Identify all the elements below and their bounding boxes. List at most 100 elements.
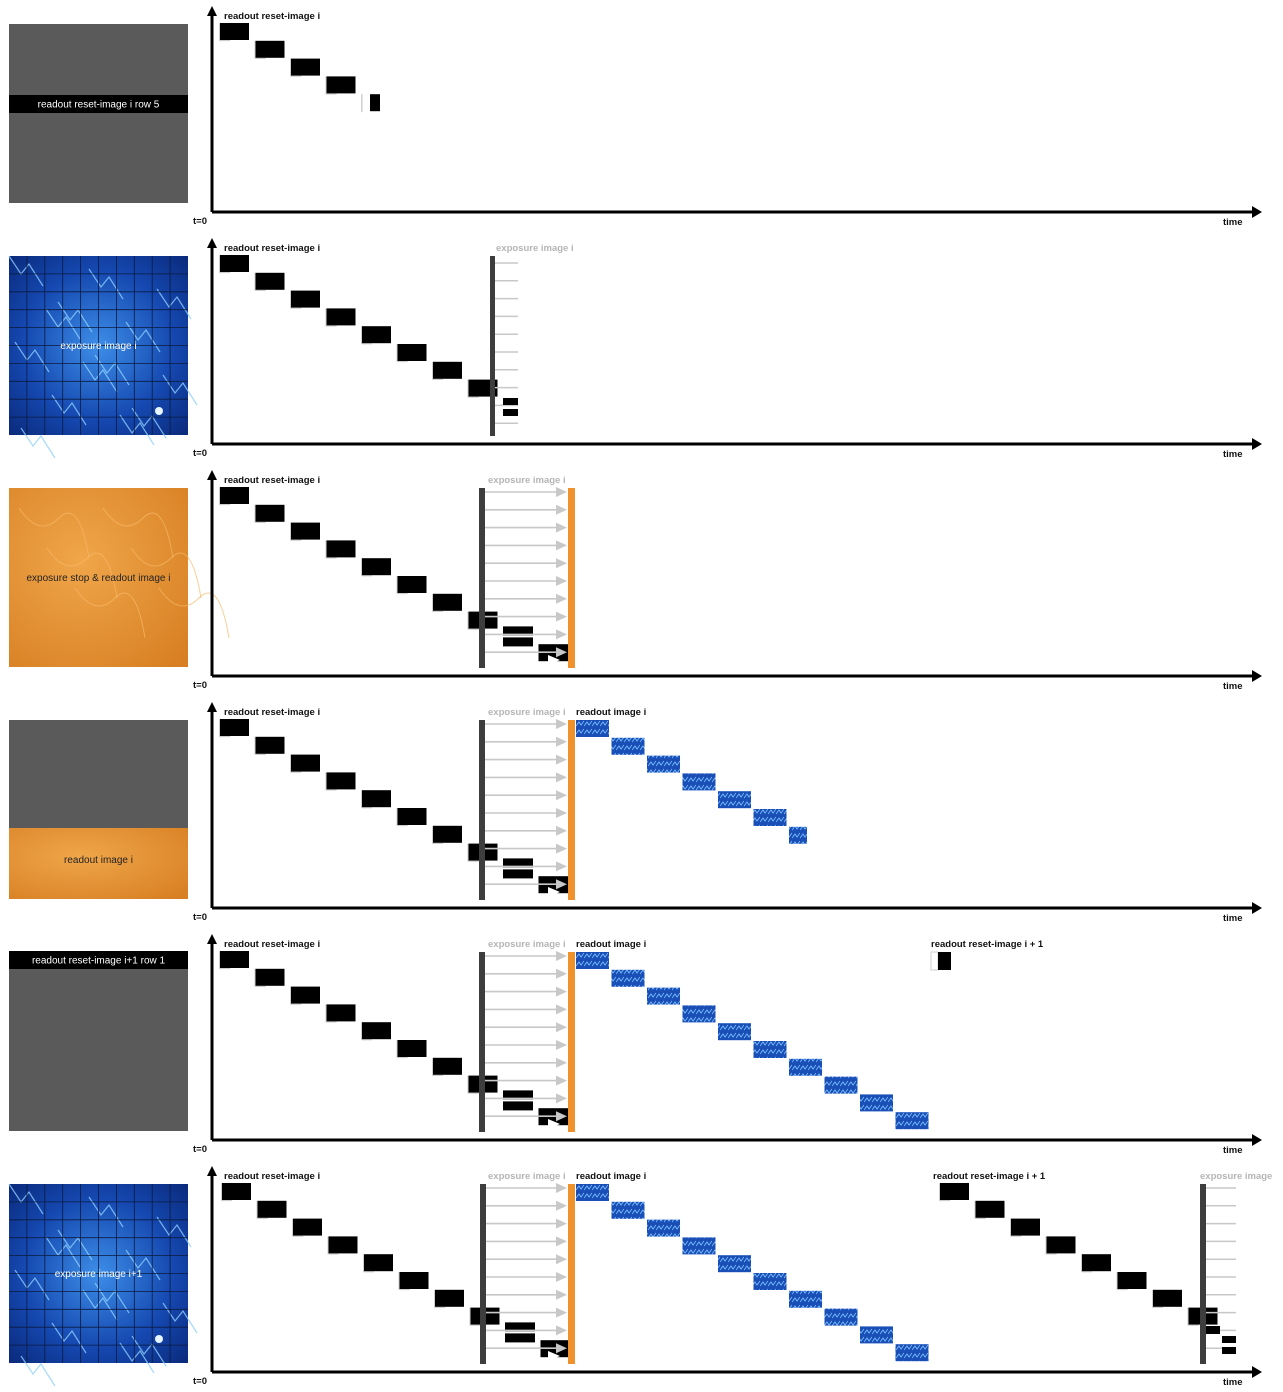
exposure-arrowhead	[556, 986, 567, 997]
exposure-arrowhead	[556, 1307, 567, 1318]
sensor-thumbnail: exposure image i	[8, 255, 198, 459]
reset-row-block	[397, 576, 427, 593]
block-tick	[434, 1289, 436, 1308]
reset-row-block	[291, 522, 320, 540]
reset-row-block	[255, 736, 285, 754]
sensor-label: readout image i	[64, 855, 133, 866]
block-tick	[397, 1057, 408, 1059]
exposure-arrowhead	[556, 843, 567, 854]
label-readout-image-i: readout image i	[576, 939, 646, 950]
label-reset-image-i: readout reset-image i	[224, 11, 320, 22]
block-tick	[432, 361, 434, 380]
reset-i1-row-block	[1222, 1347, 1236, 1354]
reset-row-block	[255, 40, 285, 58]
label-reset-image-i: readout reset-image i	[224, 475, 320, 486]
reset-row-block	[503, 1090, 533, 1100]
reset-row-block	[433, 361, 462, 379]
exposure-start-bar	[480, 1184, 486, 1364]
readout-row-block	[718, 791, 751, 809]
exposure-arrowhead	[556, 951, 567, 961]
exposure-arrowhead	[556, 1236, 567, 1247]
block-tick	[1045, 1236, 1047, 1255]
label-exposure-image-i: exposure image i	[488, 475, 566, 486]
sensor-label: exposure image i	[60, 341, 136, 352]
block-tick	[325, 1004, 327, 1023]
readout-row-block	[789, 1058, 822, 1076]
block-tick	[1046, 1253, 1057, 1255]
block-tick	[432, 825, 434, 844]
block-tick	[290, 754, 292, 773]
exposure-arrowhead	[556, 1040, 567, 1050]
exposure-arrowhead	[556, 1200, 567, 1211]
block-tick	[326, 325, 337, 327]
reset-i1-row-block	[1011, 1218, 1040, 1236]
block-tick	[1152, 1289, 1154, 1308]
exposure-arrowhead-last	[548, 887, 560, 897]
time-label: time	[1223, 913, 1243, 924]
block-tick	[396, 576, 398, 594]
exposure-arrowhead	[556, 629, 567, 640]
time-axis-arrowhead	[1252, 1134, 1262, 1146]
reset-i1-row-block	[1082, 1254, 1111, 1272]
exposure-arrowhead	[556, 1289, 567, 1300]
block-tick	[254, 736, 256, 755]
block-tick	[432, 593, 434, 612]
block-tick	[1116, 1272, 1118, 1290]
block-tick	[255, 57, 266, 59]
reset-row-block	[362, 558, 391, 576]
block-tick	[254, 504, 256, 523]
label-exposure-image-i: exposure image i	[488, 1171, 566, 1182]
block-tick	[940, 1200, 951, 1202]
t0-label: t=0	[193, 1376, 207, 1387]
reset-row-block	[255, 504, 285, 522]
y-axis-arrowhead	[207, 238, 217, 248]
readout-row-block	[647, 1219, 680, 1237]
sensor-texture	[74, 587, 146, 639]
sensor-texture	[20, 1355, 56, 1387]
label-exposure-image-i: exposure image i	[488, 939, 566, 950]
exposure-arrowhead	[556, 1325, 567, 1336]
exposure-arrowhead	[556, 719, 567, 729]
reset-i1-row-block	[1222, 1336, 1236, 1343]
label-exposure-image-i: exposure image i	[496, 243, 574, 254]
sensor-thumbnail: readout reset-image i row 5	[9, 24, 188, 203]
sensor-texture	[8, 255, 44, 287]
exposure-arrowhead	[556, 1183, 567, 1193]
exposure-arrowhead	[556, 1057, 567, 1068]
reset-row-block	[293, 1218, 322, 1236]
reset-row-block	[255, 272, 285, 290]
block-tick	[396, 1040, 398, 1058]
block-tick	[219, 255, 221, 273]
reset-row-block	[397, 1040, 427, 1057]
reset-row-block	[328, 1236, 358, 1254]
sensor-texture	[102, 507, 174, 559]
exposure-start-bar	[479, 488, 485, 668]
block-tick	[396, 344, 398, 362]
block-tick	[468, 628, 479, 630]
block-tick	[433, 610, 444, 612]
readout-row-block	[824, 1076, 858, 1094]
readout-row-block	[576, 1184, 609, 1201]
block-tick	[256, 1200, 258, 1219]
block-tick	[220, 504, 231, 506]
block-tick	[219, 23, 221, 41]
reset-i1-row-block	[940, 1183, 969, 1200]
readout-row-block	[753, 809, 787, 826]
block-tick	[467, 611, 469, 630]
exposure-arrowhead	[556, 504, 567, 515]
sensor-texture	[57, 1229, 93, 1261]
block-tick	[467, 1075, 469, 1094]
sensor-texture	[94, 1282, 130, 1314]
reset-row-block	[362, 326, 391, 344]
sensor-orange-area	[9, 828, 188, 899]
block-tick	[220, 40, 231, 42]
readout-row-block	[895, 1112, 929, 1130]
block-tick	[220, 736, 231, 738]
sensor-texture	[51, 1322, 87, 1354]
reset-row-block	[399, 1272, 429, 1289]
block-tick	[364, 1271, 375, 1273]
block-tick	[362, 1039, 373, 1041]
